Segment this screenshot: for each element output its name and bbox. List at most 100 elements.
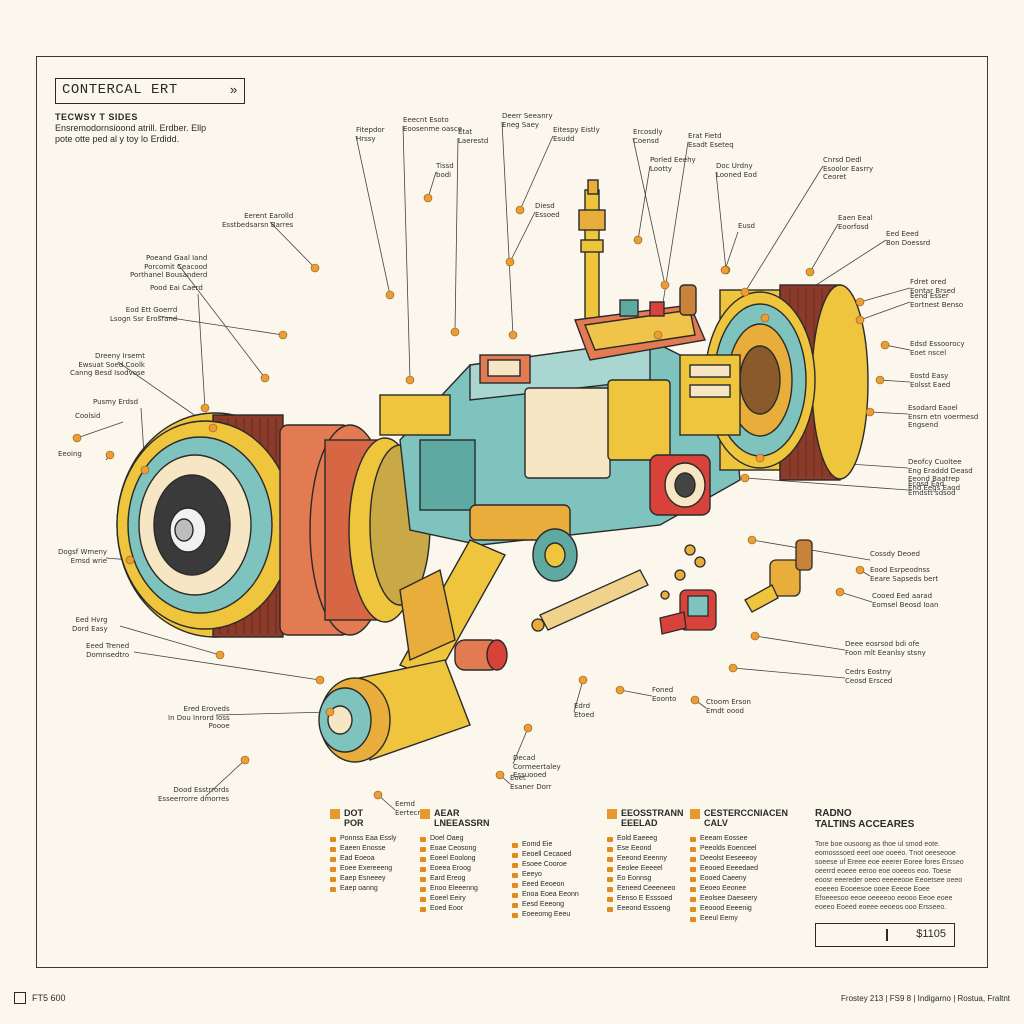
leader-line	[133, 651, 321, 681]
legend-item: Eoeel Eoolong	[420, 854, 512, 864]
legend-item: Eo Eonnsg	[607, 874, 699, 884]
callout-marker	[805, 267, 815, 277]
legend-item: Deeolst Eeseeeoy	[690, 854, 782, 864]
callout-marker	[200, 403, 210, 413]
callout-label: Dood Esstrrords Esseerrorre dmorres	[158, 786, 230, 803]
bullet-icon	[690, 886, 696, 892]
callout-label: Coolsid	[75, 412, 101, 420]
chevron-right-icon: »	[229, 83, 238, 98]
bullet-icon	[420, 856, 426, 862]
callout-marker	[423, 193, 433, 203]
callout-label: Eood Esrpeodnss Eeare Sapseds bert	[870, 566, 939, 583]
legend-item: Eeoeo Eeonee	[690, 884, 782, 894]
bullet-icon	[607, 856, 613, 862]
footer-code: FT5 600	[32, 993, 66, 1003]
legend-item: Eoeel Eeiry	[420, 894, 512, 904]
callout-marker	[875, 375, 885, 385]
bullet-icon	[330, 856, 336, 862]
callout-label: Eusd	[738, 222, 755, 230]
bullet-icon	[512, 912, 518, 918]
bullet-icon	[690, 846, 696, 852]
bullet-icon	[690, 916, 696, 922]
callout-label: Etat Laerestd	[458, 128, 489, 145]
callout-marker	[125, 555, 135, 565]
leader-line	[197, 293, 206, 409]
leader-line	[632, 137, 666, 286]
bullet-icon	[420, 846, 426, 852]
leader-line	[724, 231, 739, 271]
bullet-icon	[690, 866, 696, 872]
callout-label: Eeecnt Esoto Eoosenme oasce	[403, 116, 463, 133]
legend-item: Eaeen Enosse	[330, 844, 422, 854]
subheading-title: TECWSY T SIDES	[55, 112, 138, 122]
leader-line	[269, 221, 316, 269]
bullet-icon	[420, 866, 426, 872]
callout-marker	[495, 770, 505, 780]
callout-label: Foned Eoonto	[652, 686, 677, 703]
legend-column-title	[512, 808, 604, 834]
bullet-icon	[512, 902, 518, 908]
legend-item: Eeeyo	[512, 870, 604, 880]
callout-label: Diesd Essoed	[535, 202, 560, 219]
callout-label: Erat Fietd Esadt Eseteq	[688, 132, 734, 149]
legend-item: Eeeul Eemy	[690, 914, 782, 924]
callout-label: Eoet Esaner Dorr	[510, 774, 552, 791]
callout-marker	[855, 565, 865, 575]
notes-title: RADNO TALTINS ACCEARES	[815, 808, 915, 830]
bullet-icon	[690, 836, 696, 842]
callout-marker	[215, 650, 225, 660]
legend-item: Eeeam Eossee	[690, 834, 782, 844]
leader-line	[119, 625, 221, 656]
callout-label: Deee eosrsod bdi ofe Foon mlt Eeanlsy st…	[845, 640, 926, 657]
callout-label: Pood Eai Caerd	[150, 284, 203, 292]
legend-item: Eard Ereog	[420, 874, 512, 884]
callout-marker	[208, 423, 218, 433]
bullet-icon	[420, 876, 426, 882]
bullet-icon	[607, 896, 613, 902]
callout-marker	[72, 433, 82, 443]
callout-marker	[835, 587, 845, 597]
callout-marker	[385, 290, 395, 300]
callout-marker	[720, 265, 730, 275]
footer-right: Frostey 213 | FS9 8 | Indigarno | Rostua…	[841, 994, 1010, 1003]
bullet-icon	[512, 882, 518, 888]
leader-line	[501, 121, 514, 336]
bullet-icon	[330, 876, 336, 882]
callout-label: Doc Urdny Looned Eod	[716, 162, 757, 179]
legend-column-title: AEAR LNEEASSRN	[420, 808, 512, 828]
legend-item: Eoed Eoor	[420, 904, 512, 914]
legend-item: Eoeeomg Eeeu	[512, 910, 604, 920]
legend-item: Doel Oaeg	[420, 834, 512, 844]
leader-line	[809, 223, 839, 273]
callout-label: Eed Hvrg Dord Easy	[72, 616, 108, 633]
document-icon	[14, 992, 26, 1004]
bullet-icon	[330, 836, 336, 842]
leader-line	[732, 667, 846, 679]
price-field: $1105	[815, 923, 955, 947]
legend-item: Eomd Eie	[512, 840, 604, 850]
leader-lines	[76, 121, 911, 811]
callout-marker	[728, 663, 738, 673]
bullet-icon	[420, 836, 426, 842]
leader-line	[879, 379, 911, 383]
bullet-icon	[690, 896, 696, 902]
callout-label: Ctoom Erson Emdt oood	[706, 698, 751, 715]
bullet-icon	[512, 852, 518, 858]
legend-item: Ese Eeond	[607, 844, 699, 854]
legend-item: Eeolsee Daeseery	[690, 894, 782, 904]
legend-item: Enoo Eleeenng	[420, 884, 512, 894]
callout-label: Tissd bodi	[436, 162, 454, 179]
callout-marker	[865, 407, 875, 417]
legend-column-title: EEOSSTRANN EEELAD	[607, 808, 699, 828]
legend-item: Eeoell Cecaoed	[512, 850, 604, 860]
callout-marker	[615, 685, 625, 695]
callout-marker	[240, 755, 250, 765]
leader-line	[715, 171, 727, 271]
bullet-icon	[607, 906, 613, 912]
callout-marker	[325, 707, 335, 717]
legend-square-icon	[690, 809, 700, 819]
price-value: $1105	[916, 928, 946, 940]
legend-item: Enoa Eoea Eeonn	[512, 890, 604, 900]
